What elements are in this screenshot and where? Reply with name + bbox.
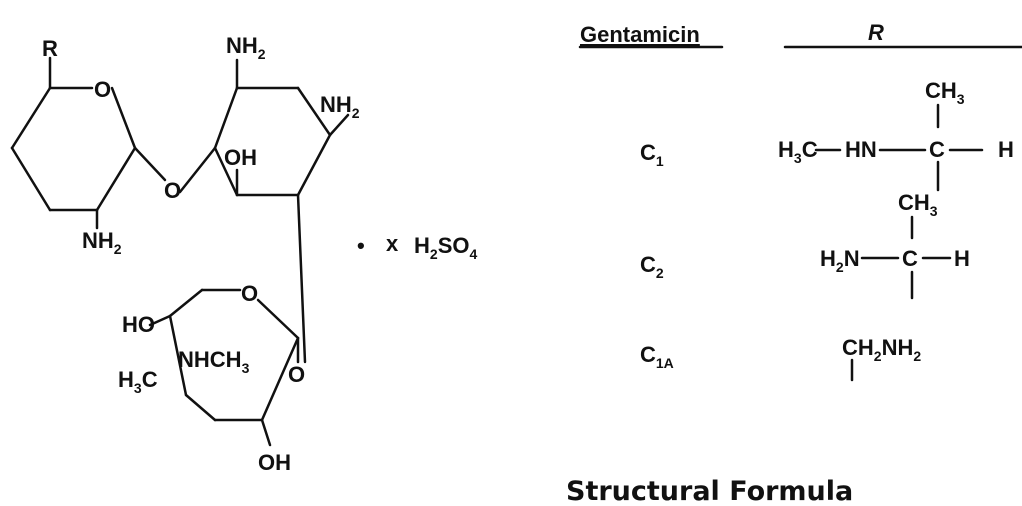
ring-2 xyxy=(178,58,350,364)
c2-carbon: C xyxy=(902,246,918,271)
glycosidic-oxygen-1: O xyxy=(164,178,181,203)
figure-caption: Structural Formula xyxy=(566,476,853,506)
ring1-oxygen: O xyxy=(94,77,111,102)
c2-ch3: CH3 xyxy=(898,190,938,219)
ring-1 xyxy=(10,56,167,230)
ring2-right-amine: NH2 xyxy=(320,92,360,121)
ring2-top-amine: NH2 xyxy=(226,33,266,62)
c2-h2n: H2N xyxy=(820,246,860,275)
row-c1a-name: C1A xyxy=(640,342,674,371)
row-c1-r-group: CH3 H3C HN C H xyxy=(778,78,1014,192)
ring3-oxygen: O xyxy=(241,281,258,306)
gentamicin-table: Gentamicin R C1 CH3 H3C HN C H C2 CH3 H2… xyxy=(578,20,1022,382)
sulfate-salt: • x H2SO4 xyxy=(357,231,477,262)
header-gentamicin: Gentamicin xyxy=(580,22,700,47)
c1-h: H xyxy=(998,137,1014,162)
bullet-dot: • xyxy=(357,233,365,258)
c1-hn: HN xyxy=(845,137,877,162)
times-x: x xyxy=(386,231,399,256)
c1-carbon: C xyxy=(929,137,945,162)
ring3-methyl: H3C xyxy=(118,367,158,396)
c2-h: H xyxy=(954,246,970,271)
ring3-hydroxyl-left: HO xyxy=(122,312,155,337)
ring2-hydroxyl: OH xyxy=(224,145,257,170)
c1-ch3: CH3 xyxy=(925,78,965,107)
row-c1-name: C1 xyxy=(640,140,664,169)
sulfuric-acid-formula: H2SO4 xyxy=(414,233,477,262)
ring-3 xyxy=(148,288,300,447)
row-c2-name: C2 xyxy=(640,252,664,281)
r-group-label: R xyxy=(42,36,58,61)
row-c1a-r-group: CH2NH2 xyxy=(842,335,921,382)
ring3-methylamino: NHCH3 xyxy=(178,347,250,376)
molecule-structure: R O NH2 O NH2 NH2 OH HO O H3C NHCH3 O OH xyxy=(10,33,360,475)
c1-h3c: H3C xyxy=(778,137,818,166)
c1a-ch2nh2: CH2NH2 xyxy=(842,335,921,364)
header-r: R xyxy=(868,20,884,45)
ring3-hydroxyl-bottom: OH xyxy=(258,450,291,475)
row-c2-r-group: CH3 H2N C H xyxy=(820,190,970,300)
glycosidic-oxygen-2: O xyxy=(288,362,305,387)
ring1-amine: NH2 xyxy=(82,228,122,257)
